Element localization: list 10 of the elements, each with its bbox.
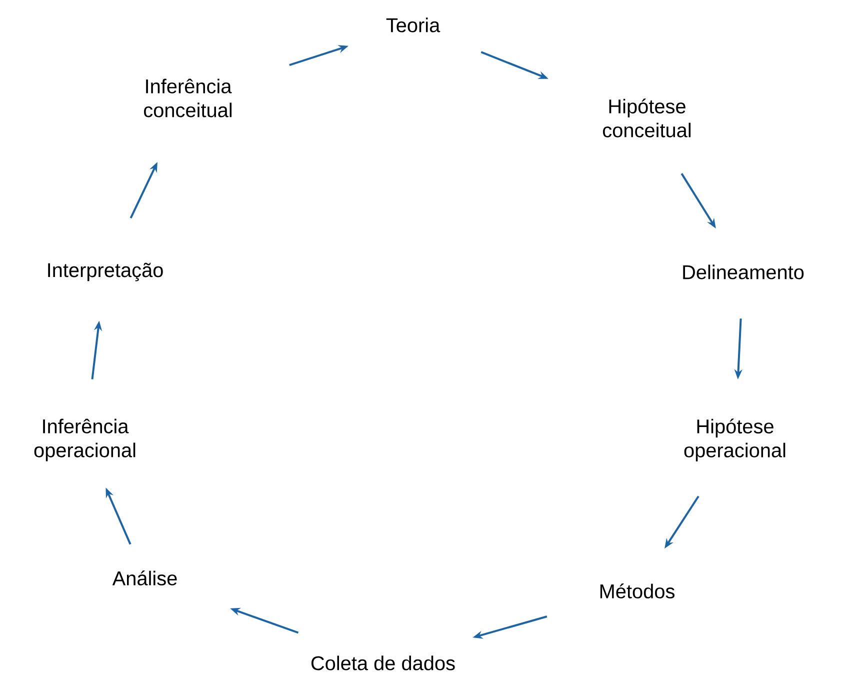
step-label: Inferência conceitual [144, 78, 232, 118]
step-label: Hipótese conceitual [602, 98, 691, 138]
step-label: Interpretação [48, 262, 163, 282]
step-label: Inferência operacional [34, 418, 136, 462]
step-label: Teoria [386, 18, 440, 32]
step-label: Coleta de dados [311, 656, 455, 670]
step-label: Métodos [600, 584, 674, 598]
step-label: Hipótese operacional [684, 418, 786, 462]
step-label: Delineamento [683, 264, 804, 280]
step-label: Análise [112, 570, 177, 586]
